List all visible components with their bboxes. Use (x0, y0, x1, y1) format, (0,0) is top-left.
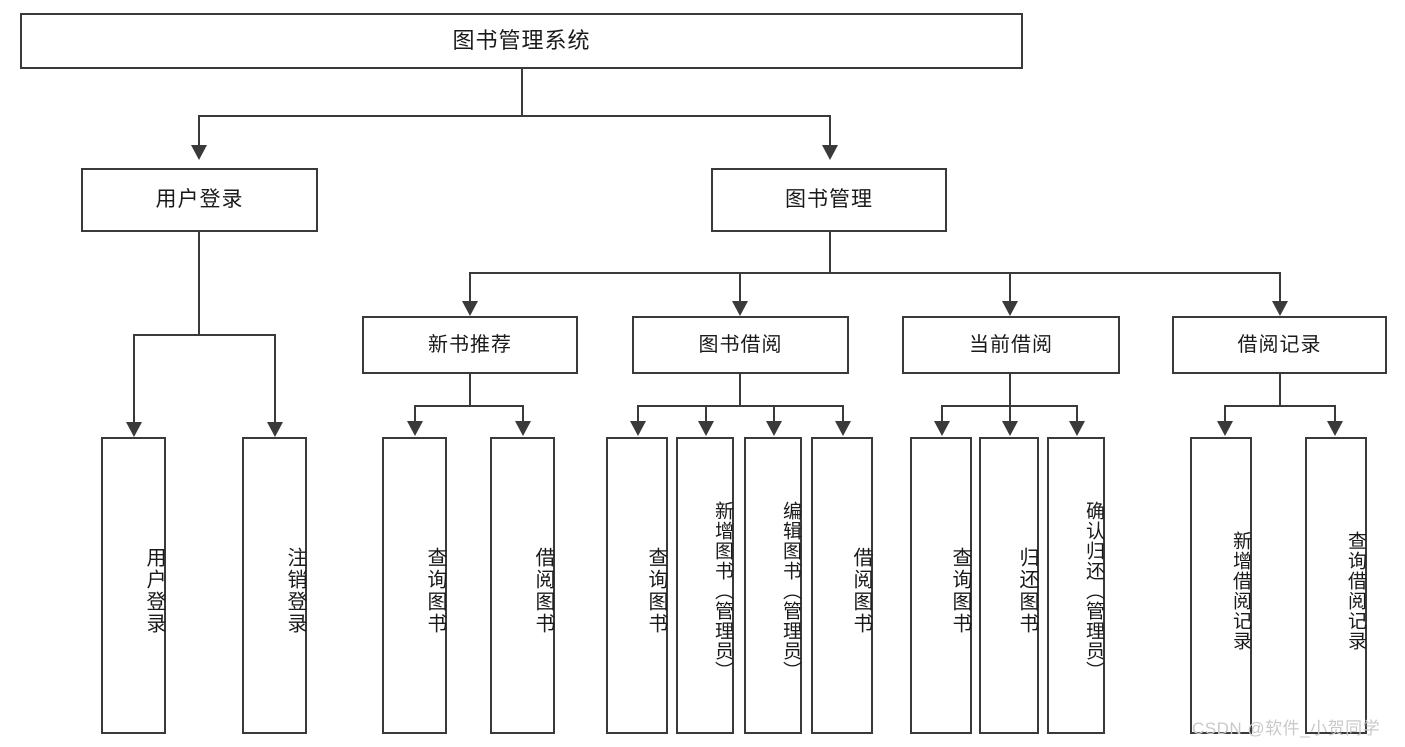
connector-root-to-user-login (198, 115, 200, 145)
connector-root-bus (198, 115, 831, 117)
leaf-query-book-borrow[interactable]: 查询图书 (606, 437, 668, 734)
arrowhead-to-book-borrow (732, 301, 748, 316)
connector-user-login-bus (133, 334, 276, 336)
node-user-login[interactable]: 用户登录 (81, 168, 318, 232)
arrowhead-current-borrow-leaf-3 (1069, 421, 1085, 436)
arrowhead-book-borrow-leaf-1 (630, 421, 646, 436)
connector-borrow-record-leaf-2 (1334, 405, 1336, 422)
leaf-user-login[interactable]: 用户登录 (101, 437, 166, 734)
arrowhead-borrow-record-leaf-1 (1217, 421, 1233, 436)
connector-current-borrow-leaf-3 (1076, 405, 1078, 422)
connector-book-borrow-leaf-1 (637, 405, 639, 422)
connector-root-stem (521, 69, 523, 116)
arrowhead-borrow-record-leaf-2 (1327, 421, 1343, 436)
leaf-borrow-book-recommend[interactable]: 借阅图书 (490, 437, 555, 734)
connector-book-borrow-leaf-3 (773, 405, 775, 422)
connector-borrow-record-leaf-1 (1224, 405, 1226, 422)
leaf-add-book-admin[interactable]: 新增图书（管理员） (676, 437, 734, 734)
node-root-book-management-system[interactable]: 图书管理系统 (20, 13, 1023, 69)
arrowhead-current-borrow-leaf-1 (934, 421, 950, 436)
connector-borrow-record-stem (1279, 374, 1281, 407)
leaf-query-book-current[interactable]: 查询图书 (910, 437, 972, 734)
connector-book-management-stem (829, 232, 831, 274)
arrowhead-new-book-leaf-1 (407, 421, 423, 436)
connector-new-book-stem (469, 374, 471, 407)
arrowhead-book-borrow-leaf-4 (835, 421, 851, 436)
arrowhead-new-book-leaf-2 (515, 421, 531, 436)
connector-borrow-record-bus (1224, 405, 1336, 407)
leaf-add-borrow-record[interactable]: 新增借阅记录 (1190, 437, 1252, 734)
connector-bm-to-current-borrow (1009, 272, 1011, 302)
connector-user-login-stem (198, 232, 200, 336)
connector-book-borrow-leaf-4 (842, 405, 844, 422)
connector-user-login-leaf-1 (133, 334, 135, 422)
leaf-return-book[interactable]: 归还图书 (979, 437, 1039, 734)
connector-book-management-bus (469, 272, 1281, 274)
connector-current-borrow-leaf-2 (1009, 405, 1011, 422)
arrowhead-to-borrow-record (1272, 301, 1288, 316)
node-new-book-recommend[interactable]: 新书推荐 (362, 316, 578, 374)
arrowhead-book-borrow-leaf-3 (766, 421, 782, 436)
node-book-borrow[interactable]: 图书借阅 (632, 316, 849, 374)
connector-bm-to-book-borrow (739, 272, 741, 302)
arrowhead-to-new-book (462, 301, 478, 316)
node-current-borrow[interactable]: 当前借阅 (902, 316, 1120, 374)
connector-new-book-bus (414, 405, 524, 407)
arrowhead-user-login-leaf-1 (126, 422, 142, 437)
leaf-borrow-book[interactable]: 借阅图书 (811, 437, 873, 734)
node-book-management[interactable]: 图书管理 (711, 168, 947, 232)
connector-book-borrow-bus (637, 405, 844, 407)
connector-bm-to-borrow-record (1279, 272, 1281, 302)
connector-book-borrow-leaf-2 (705, 405, 707, 422)
arrowhead-current-borrow-leaf-2 (1002, 421, 1018, 436)
connector-book-borrow-stem (739, 374, 741, 407)
leaf-edit-book-admin[interactable]: 编辑图书（管理员） (744, 437, 802, 734)
connector-user-login-leaf-2 (274, 334, 276, 422)
leaf-query-borrow-record[interactable]: 查询借阅记录 (1305, 437, 1367, 734)
connector-new-book-leaf-1 (414, 405, 416, 422)
leaf-logout[interactable]: 注销登录 (242, 437, 307, 734)
arrowhead-user-login-leaf-2 (267, 422, 283, 437)
csdn-watermark: CSDN @软件_小贺同学 (1192, 719, 1381, 738)
connector-new-book-leaf-2 (522, 405, 524, 422)
arrowhead-to-current-borrow (1002, 301, 1018, 316)
connector-current-borrow-stem (1009, 374, 1011, 407)
node-borrow-record[interactable]: 借阅记录 (1172, 316, 1387, 374)
arrowhead-to-user-login (191, 145, 207, 160)
leaf-confirm-return-admin[interactable]: 确认归还（管理员） (1047, 437, 1105, 734)
connector-bm-to-new-book (469, 272, 471, 302)
connector-current-borrow-leaf-1 (941, 405, 943, 422)
leaf-query-book-recommend[interactable]: 查询图书 (382, 437, 447, 734)
connector-root-to-book-management (829, 115, 831, 145)
arrowhead-to-book-management (822, 145, 838, 160)
arrowhead-book-borrow-leaf-2 (698, 421, 714, 436)
